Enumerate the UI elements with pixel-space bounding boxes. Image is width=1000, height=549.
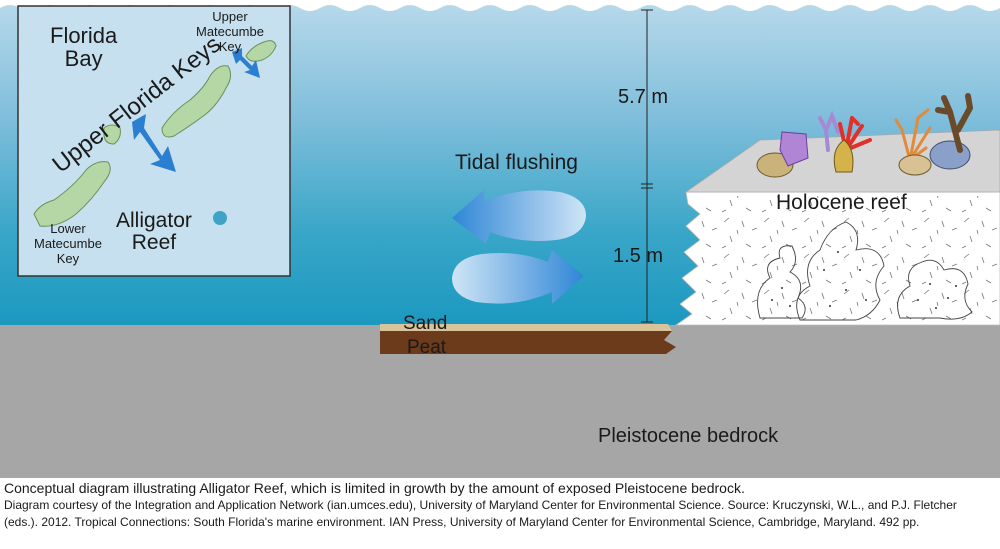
caption-line-2: Diagram courtesy of the Integration and …	[4, 498, 957, 529]
island-small	[103, 124, 121, 145]
holocene-reef-texture	[700, 196, 1000, 322]
label-sand: Sand	[403, 313, 448, 334]
label-florida-bay: Florida Bay	[50, 23, 118, 72]
fossil-coral-outlines	[757, 221, 973, 321]
label-peat: Peat	[407, 337, 447, 358]
living-corals	[756, 93, 974, 178]
fossil-dots	[771, 251, 957, 309]
caption-line-1: Conceptual diagram illustrating Alligato…	[4, 480, 745, 496]
alligator-reef-site	[213, 211, 227, 225]
diagram-canvas	[0, 5, 1000, 478]
tidal-arrow-outgoing	[452, 190, 586, 244]
peat-layer	[380, 331, 676, 354]
label-tidal-flushing: Tidal flushing	[455, 151, 578, 174]
label-alligator-reef: Alligator Reef	[116, 209, 192, 255]
depth-scale	[641, 9, 653, 323]
map-arrow-small	[232, 48, 260, 78]
inset-map	[17, 5, 291, 277]
label-depth-5-7m: 5.7 m	[618, 86, 669, 108]
island-upper-keys	[161, 65, 232, 138]
label-lower-matecumbe-key: Lower Matecumbe Key	[34, 221, 102, 266]
label-upper-matecumbe-key: Upper Matecumbe Key	[196, 9, 264, 54]
sand-layer	[380, 324, 672, 331]
caption: Conceptual diagram illustrating Alligato…	[4, 479, 994, 531]
label-pleistocene-bedrock: Pleistocene bedrock	[598, 425, 779, 447]
label-holocene-reef: Holocene reef	[776, 191, 907, 214]
island-lower-matecumbe	[33, 161, 111, 227]
tidal-arrow-incoming	[452, 250, 584, 304]
map-arrow-large	[132, 114, 176, 172]
label-depth-1-5m: 1.5 m	[613, 245, 664, 267]
